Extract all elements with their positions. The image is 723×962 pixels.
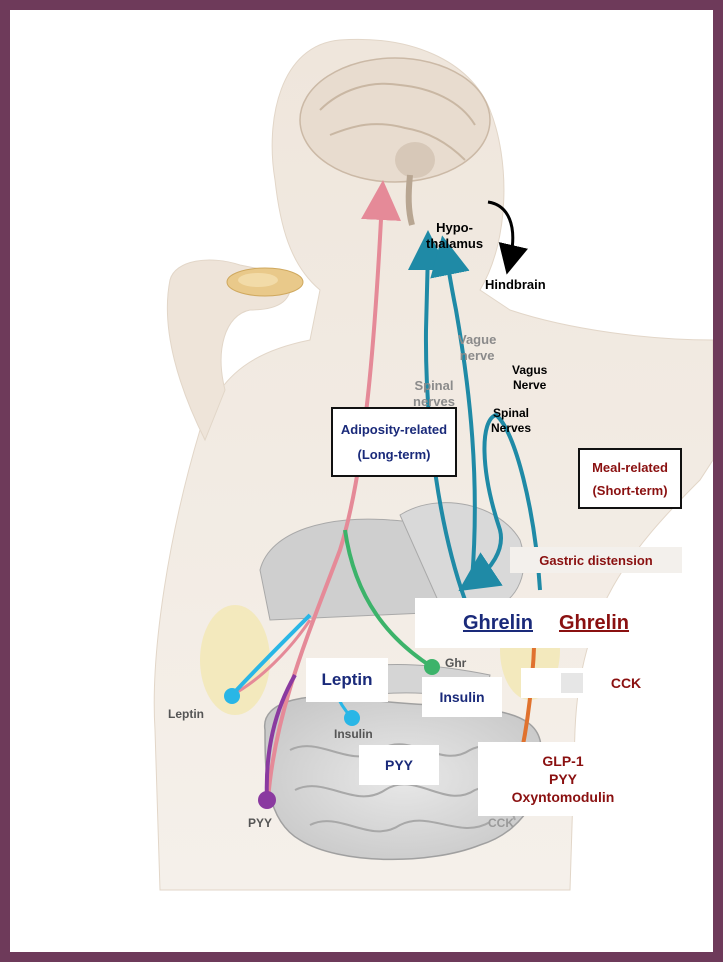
label-spinal-nerves: Spinal Nerves [491,406,531,436]
meal-related-box: Meal-related (Short-term) [578,448,682,509]
label-vagus-nerve: Vagus Nerve [512,363,547,393]
ghrelin-label-right: Ghrelin [559,612,629,635]
meal-title: Meal-related [592,460,668,475]
fig-label-insulin: Insulin [334,727,373,741]
adiposity-subtitle: (Long-term) [358,447,431,462]
cck-label: CCK [611,675,641,691]
label-hindbrain: Hindbrain [485,277,546,293]
gut-hormones-box: GLP-1 PYY Oxyntomodulin [478,742,648,816]
fig-label-pyy: PYY [248,816,272,830]
adiposity-related-box: Adiposity-related (Long-term) [331,407,457,477]
pyy-marker-dot [258,791,276,809]
gastric-distension-label: Gastric distension [510,547,682,573]
label-hypothalamus: Hypo- thalamus [426,220,483,253]
fig-label-ghr: Ghr [445,656,466,670]
insulin-box: Insulin [422,677,502,717]
cck-swatch [561,673,583,693]
leptin-box: Leptin [306,658,388,702]
leptin-marker-dot [224,688,240,704]
fig-label-cck: CCK [488,816,514,830]
fig-label-spinal-faded: Spinal nerves [413,378,455,411]
pyy-box: PYY [359,745,439,785]
fig-label-leptin: Leptin [168,707,204,721]
ghrelin-box: Ghrelin Ghrelin [415,598,677,648]
fig-label-vague-nerve: Vague nerve [458,332,496,365]
adiposity-title: Adiposity-related [341,422,447,437]
meal-subtitle: (Short-term) [592,483,667,498]
cck-box: CCK [521,668,681,698]
insulin-marker-dot [344,710,360,726]
ghrelin-label-left: Ghrelin [463,612,533,635]
ghrelin-marker-dot [424,659,440,675]
diagram-canvas: Vague nerve Spinal nerves Leptin Insulin… [10,10,713,952]
